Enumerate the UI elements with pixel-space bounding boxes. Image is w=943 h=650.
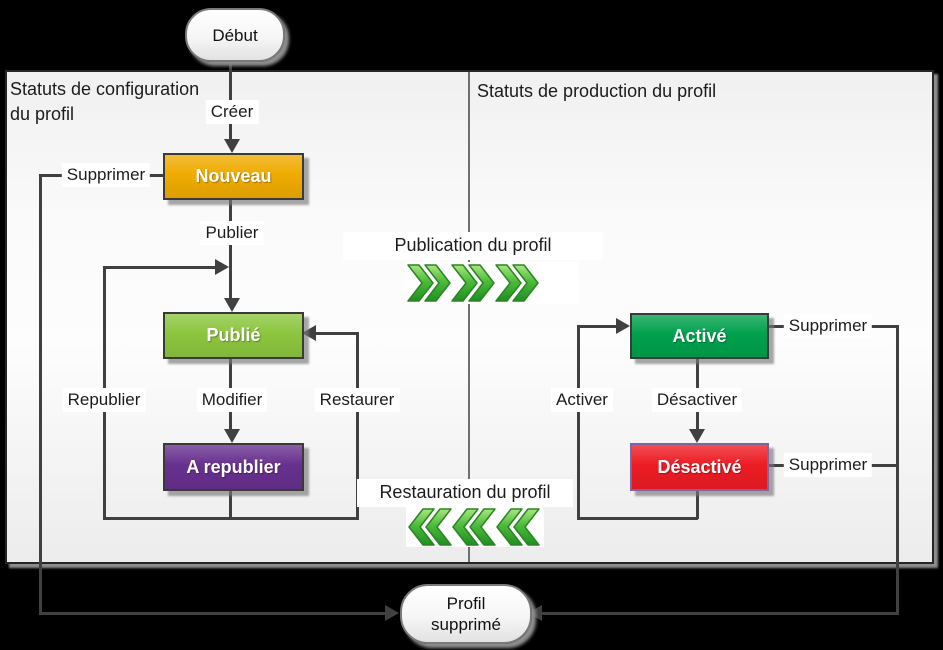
connector-start-nouveau	[229, 58, 232, 140]
connector-supprimer-right-vertical	[896, 325, 899, 615]
state-nouveau: Nouveau	[163, 153, 304, 200]
arrowhead-supprime-left-icon	[385, 605, 399, 621]
edge-label-supprimer-desactive: Supprimer	[783, 453, 873, 477]
connector-right-loop-bottom	[577, 517, 698, 520]
edge-label-modifier: Modifier	[196, 388, 268, 412]
connector-activer-into-active	[577, 325, 618, 328]
edge-label-publier: Publier	[200, 221, 264, 245]
edge-label-supprimer-active: Supprimer	[783, 314, 873, 338]
left-section-title-line2: du profil	[10, 104, 75, 124]
connector-arepublier-stub	[229, 487, 232, 519]
connector-desactive-stub	[696, 487, 699, 519]
arrowhead-activer-icon	[616, 318, 630, 334]
state-publie-label: Publié	[206, 325, 261, 345]
connector-nouveau-publie	[229, 196, 232, 299]
connector-left-loop-bottom	[103, 517, 359, 520]
start-node-label: Début	[212, 25, 258, 45]
restauration-banner-label: Restauration du profil	[357, 479, 573, 507]
chevrons-right-icon	[407, 264, 539, 302]
end-node-label-line1: Profil	[446, 594, 486, 613]
state-publie: Publié	[163, 312, 304, 359]
edge-label-creer: Créer	[205, 100, 259, 124]
connector-restaurer-into-publie	[315, 332, 358, 335]
panel-divider	[468, 72, 470, 562]
state-desactive: Désactivé	[630, 443, 769, 491]
edge-label-activer: Activer	[551, 388, 613, 412]
arrowhead-publier-icon	[224, 298, 240, 312]
connector-supprimer-left-vertical	[39, 174, 42, 615]
edge-label-restaurer: Restaurer	[314, 388, 400, 412]
connector-restaurer-vertical	[356, 332, 359, 519]
arrowhead-modifier-icon	[224, 429, 240, 443]
connector-bottom-left	[39, 612, 387, 615]
state-a-republier: A republier	[163, 443, 304, 491]
state-desactive-label: Désactivé	[657, 456, 742, 477]
restauration-chevrons	[406, 507, 544, 547]
publication-chevrons	[405, 262, 578, 304]
arrowhead-desactiver-icon	[689, 429, 705, 443]
connector-republier-into-publier	[104, 266, 216, 269]
connector-activer-vertical	[577, 325, 580, 519]
publication-banner-label: Publication du profil	[343, 232, 603, 260]
state-nouveau-label: Nouveau	[195, 166, 272, 186]
chevrons-left-icon	[408, 508, 540, 546]
arrowhead-restaurer-icon	[302, 325, 316, 341]
edge-label-supprimer-nouveau: Supprimer	[61, 163, 151, 187]
arrowhead-republier-icon	[215, 259, 229, 275]
left-section-title: Statuts de configuration du profil	[10, 77, 199, 127]
right-section-title: Statuts de production du profil	[477, 81, 717, 101]
left-section-title-line1: Statuts de configuration	[10, 79, 200, 99]
state-active-label: Activé	[672, 325, 727, 346]
state-a-republier-label: A republier	[186, 456, 281, 477]
end-node: Profil supprimé	[400, 584, 532, 644]
edge-label-republier: Republier	[62, 388, 146, 412]
start-node: Début	[185, 8, 285, 62]
arrowhead-creer-icon	[224, 139, 240, 153]
connector-bottom-right	[541, 612, 898, 615]
state-active: Activé	[630, 313, 769, 359]
end-node-label-line2: supprimé	[431, 615, 501, 634]
edge-label-desactiver: Désactiver	[651, 388, 743, 412]
